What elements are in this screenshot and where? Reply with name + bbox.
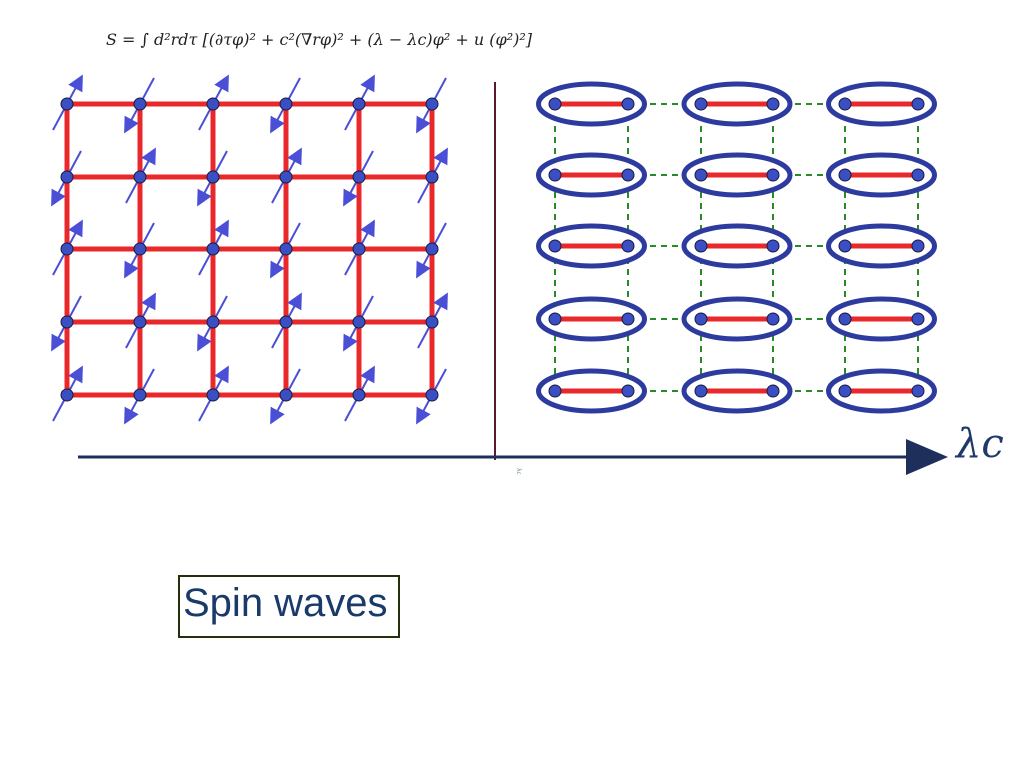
lattice-site xyxy=(694,239,708,253)
lattice-site xyxy=(279,170,293,184)
lattice-site xyxy=(133,388,147,402)
lattice-site xyxy=(425,97,439,111)
lattice-site xyxy=(206,97,220,111)
lattice-site xyxy=(133,170,147,184)
lattice-site xyxy=(133,242,147,256)
spin-waves-label: Spin waves xyxy=(183,581,388,625)
lattice-site xyxy=(621,97,635,111)
lattice-site xyxy=(60,97,74,111)
lattice-site xyxy=(60,170,74,184)
lattice-site xyxy=(425,170,439,184)
lattice-site xyxy=(621,312,635,326)
lattice-site xyxy=(206,315,220,329)
lattice-site xyxy=(352,388,366,402)
lattice-site xyxy=(352,242,366,256)
lattice-site xyxy=(621,239,635,253)
lattice-site xyxy=(60,388,74,402)
spin-waves-box xyxy=(178,575,400,638)
lattice-site xyxy=(694,168,708,182)
lattice-site xyxy=(206,170,220,184)
lattice-site xyxy=(911,312,925,326)
lattice-site xyxy=(352,170,366,184)
lattice-site xyxy=(60,242,74,256)
lattice-site xyxy=(621,384,635,398)
lattice-site xyxy=(206,388,220,402)
action-equation: S = ∫ d²rdτ [(∂τφ)² + c²(∇rφ)² + (λ − λc… xyxy=(106,29,533,49)
lattice-site xyxy=(279,97,293,111)
lattice-site xyxy=(548,312,562,326)
dimer-lattice xyxy=(536,81,937,414)
lattice-site xyxy=(766,97,780,111)
lattice-site xyxy=(548,168,562,182)
lattice-site xyxy=(694,97,708,111)
lattice-site xyxy=(352,97,366,111)
lattice-site xyxy=(694,312,708,326)
lattice-site xyxy=(766,168,780,182)
lattice-site xyxy=(766,239,780,253)
lattice-site xyxy=(425,388,439,402)
lambda-axis-label: λc xyxy=(956,421,1004,467)
lattice-site xyxy=(838,97,852,111)
lattice-site xyxy=(425,242,439,256)
lattice-site xyxy=(548,239,562,253)
lattice-site xyxy=(425,315,439,329)
lattice-site xyxy=(838,168,852,182)
lattice-site xyxy=(133,315,147,329)
lattice-site xyxy=(279,388,293,402)
lattice-site xyxy=(911,239,925,253)
lattice-site xyxy=(911,384,925,398)
lattice-site xyxy=(838,312,852,326)
lattice-site xyxy=(911,97,925,111)
lattice-site xyxy=(548,97,562,111)
lattice-site xyxy=(766,312,780,326)
lattice-site xyxy=(911,168,925,182)
lattice-site xyxy=(206,242,220,256)
lattice-site xyxy=(133,97,147,111)
lattice-site xyxy=(279,242,293,256)
lattice-site xyxy=(279,315,293,329)
lattice-site xyxy=(621,168,635,182)
lattice-site xyxy=(694,384,708,398)
lattice-site xyxy=(838,239,852,253)
lattice-site xyxy=(60,315,74,329)
lattice-site xyxy=(766,384,780,398)
neel-lattice xyxy=(51,74,448,425)
critical-tick-label: λc xyxy=(515,468,522,475)
lattice-site xyxy=(838,384,852,398)
lattice-site xyxy=(548,384,562,398)
lattice-site xyxy=(352,315,366,329)
